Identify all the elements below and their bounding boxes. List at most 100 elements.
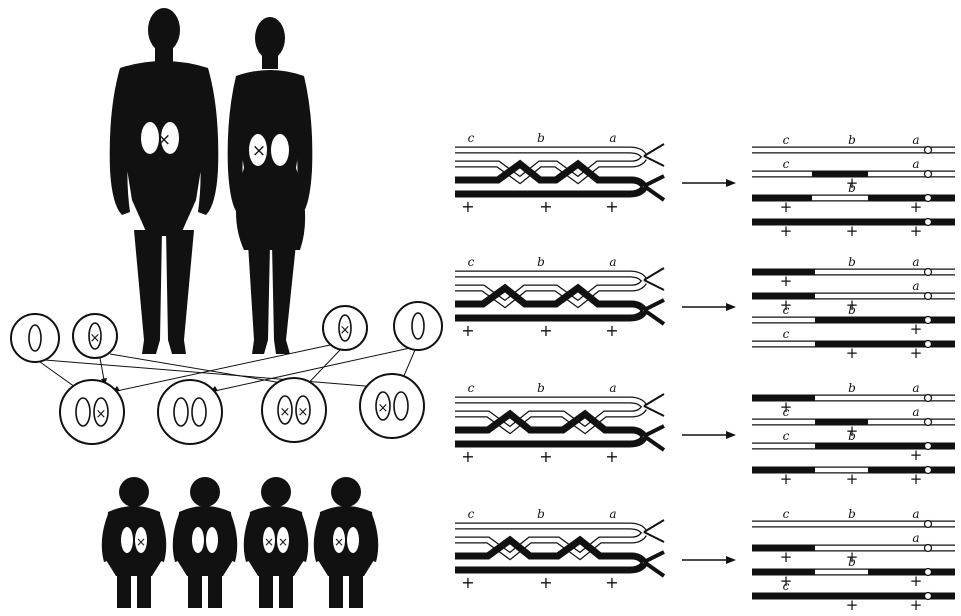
- mutation-mark: ×: [334, 535, 344, 549]
- wild-type-mark: +: [910, 344, 923, 362]
- wild-type-mark: +: [539, 447, 552, 466]
- strand-black: [455, 312, 644, 318]
- locus-a: a: [912, 381, 919, 395]
- locus-a: a: [609, 381, 616, 395]
- product-chromatid: [752, 521, 955, 528]
- wild-type-mark: +: [910, 596, 923, 614]
- wild-type-mark: +: [846, 222, 859, 240]
- zygote-1: ×: [60, 380, 124, 444]
- locus-c: c: [468, 255, 475, 269]
- gamete-3: ×: [323, 306, 367, 350]
- centromere: [925, 269, 932, 276]
- wild-type-mark: +: [539, 197, 552, 216]
- locus-b: b: [848, 555, 856, 569]
- wild-type-mark: +: [846, 344, 859, 362]
- locus-a: a: [912, 405, 919, 419]
- wild-type-mark: +: [846, 596, 859, 614]
- centromere: [925, 467, 932, 474]
- locus-c: c: [783, 579, 790, 593]
- wild-type-mark: +: [539, 321, 552, 340]
- arrow-head: [726, 179, 736, 187]
- centromere: [925, 443, 932, 450]
- wild-type-mark: +: [461, 321, 474, 340]
- locus-b: b: [848, 255, 856, 269]
- locus-b: b: [848, 181, 856, 195]
- arrow-head: [726, 556, 736, 564]
- wild-type-mark: +: [605, 197, 618, 216]
- locus-b: b: [537, 507, 545, 521]
- centromere-top: [644, 144, 664, 166]
- result-arrows: [682, 179, 736, 564]
- centromere-top: [644, 394, 664, 416]
- locus-a: a: [912, 279, 919, 293]
- product-chromatid: [752, 317, 955, 324]
- locus-c: c: [783, 133, 790, 147]
- locus-b: b: [848, 429, 856, 443]
- svg-text:×: ×: [340, 323, 351, 338]
- product-chromatid: [752, 147, 955, 154]
- wild-type-mark: +: [605, 447, 618, 466]
- product-set-4: cba++a+b+c++: [752, 507, 955, 614]
- gonad-right: [271, 134, 289, 166]
- gonad-right: [206, 527, 218, 553]
- wild-type-mark: +: [461, 197, 474, 216]
- centromere: [925, 341, 932, 348]
- centromere-bottom: [644, 552, 664, 576]
- locus-b: b: [537, 381, 545, 395]
- locus-a: a: [912, 157, 919, 171]
- centromere: [925, 195, 932, 202]
- locus-a: a: [912, 531, 919, 545]
- centromere: [925, 395, 932, 402]
- gonad-right: [347, 527, 359, 553]
- zygote-3: × ×: [262, 378, 326, 442]
- product-chromatid: [752, 443, 955, 450]
- locus-c: c: [468, 381, 475, 395]
- wild-type-mark: +: [910, 446, 923, 464]
- locus-a: a: [912, 133, 919, 147]
- wild-type-mark: +: [461, 573, 474, 592]
- locus-a: a: [609, 507, 616, 521]
- parent-female: ×: [228, 17, 313, 354]
- locus-b: b: [848, 381, 856, 395]
- svg-text:×: ×: [378, 401, 389, 416]
- centromere-bottom: [644, 300, 664, 324]
- mutation-mark: ×: [264, 535, 274, 549]
- centromere-top: [644, 268, 664, 290]
- centromere-bottom: [644, 426, 664, 450]
- locus-b: b: [537, 131, 545, 145]
- wild-type-mark: +: [780, 470, 793, 488]
- zygote-2: [158, 380, 222, 444]
- zygote-4: ×: [360, 374, 424, 438]
- locus-a: a: [609, 131, 616, 145]
- locus-a: a: [912, 255, 919, 269]
- svg-text:×: ×: [90, 331, 101, 346]
- locus-c: c: [468, 131, 475, 145]
- locus-b: b: [537, 255, 545, 269]
- gamete-2: ×: [73, 314, 117, 358]
- locus-c: c: [468, 507, 475, 521]
- crossover-panel-1: c b a + + +: [455, 131, 664, 216]
- child-1: ×: [102, 477, 167, 608]
- gonad-left: [121, 527, 133, 553]
- locus-a: a: [912, 507, 919, 521]
- locus-b: b: [848, 133, 856, 147]
- centromere: [925, 147, 932, 154]
- strand-black: [455, 564, 644, 570]
- wild-type-mark: +: [780, 548, 793, 566]
- wild-type-mark: +: [539, 573, 552, 592]
- strand-black: [455, 188, 644, 194]
- svg-text:×: ×: [96, 407, 107, 422]
- wild-type-mark: +: [910, 198, 923, 216]
- locus-c: c: [783, 157, 790, 171]
- child-2: [173, 477, 238, 608]
- centromere: [925, 521, 932, 528]
- locus-c: c: [783, 429, 790, 443]
- locus-c: c: [783, 507, 790, 521]
- svg-text:×: ×: [280, 405, 291, 420]
